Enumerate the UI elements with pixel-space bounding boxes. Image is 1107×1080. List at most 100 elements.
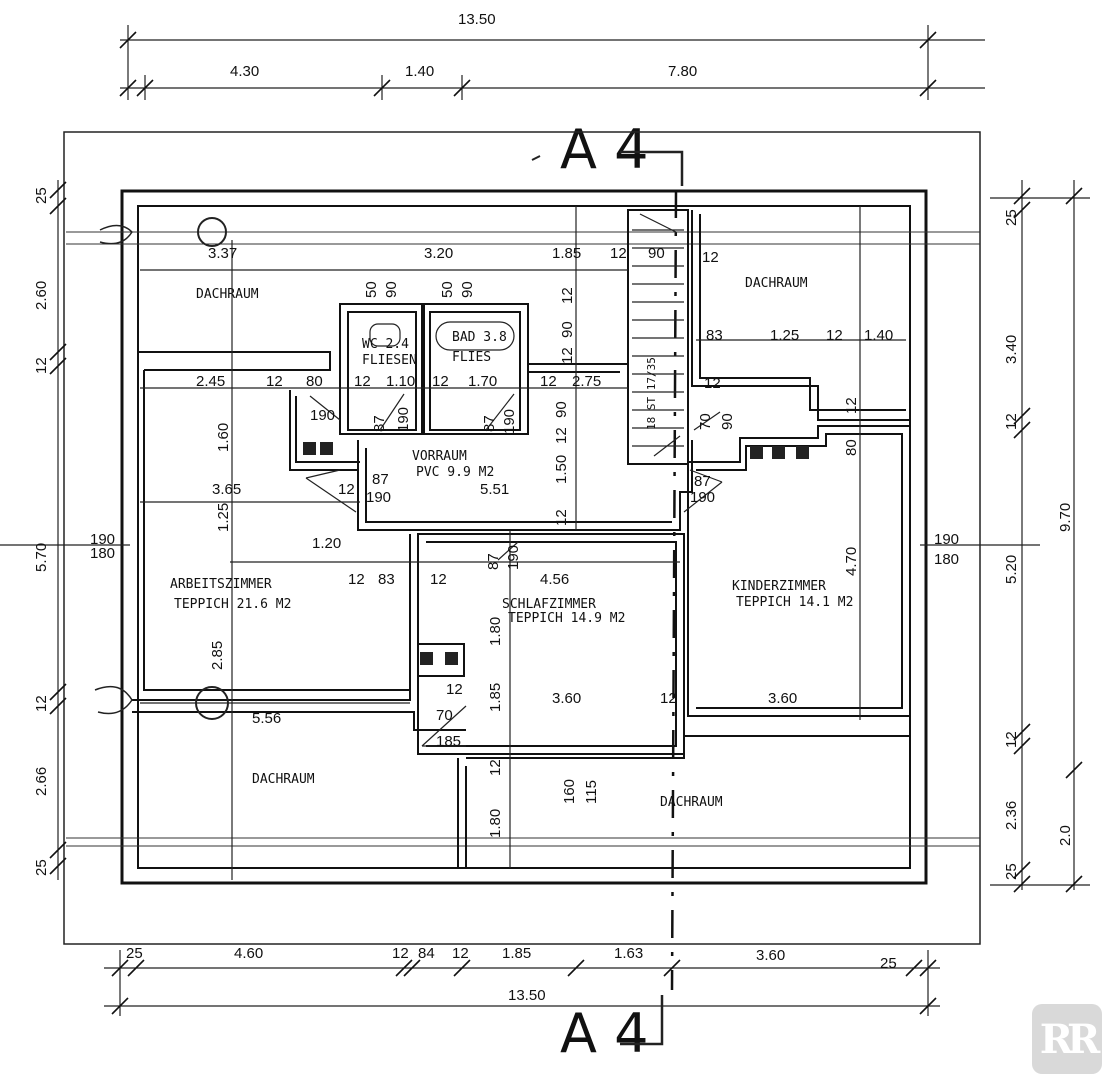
- room-vorraum-line2: PVC 9.9 M2: [416, 465, 494, 480]
- room-arbeitszimmer-line1: ARBEITSZIMMER: [170, 577, 272, 592]
- dim-12-p: 12: [430, 571, 447, 588]
- dim-right-total: 9.70: [1057, 503, 1074, 532]
- dim-right-180: 180: [934, 551, 959, 568]
- dim-90-b: 90: [383, 281, 400, 298]
- section-marker-top-label: A 4: [560, 118, 648, 181]
- dim-1-25-b: 1.25: [215, 503, 232, 532]
- dim-bottom-g: 1.63: [614, 945, 643, 962]
- dim-90-c: 90: [459, 281, 476, 298]
- dim-3-20: 3.20: [424, 245, 453, 262]
- dim-190-e: 190: [690, 489, 715, 506]
- stair-treads: [632, 213, 684, 457]
- dim-left-d: 5.70: [33, 543, 50, 572]
- dim-12-g: 12: [354, 373, 371, 390]
- dim-12-d: 12: [559, 347, 576, 364]
- dim-2-75: 2.75: [572, 373, 601, 390]
- dim-right-g: 25: [1003, 863, 1020, 880]
- plan-outer-frame: [63, 131, 981, 945]
- dim-12-c: 12: [559, 287, 576, 304]
- dim-80-b: 80: [843, 439, 860, 456]
- dim-4-70: 4.70: [843, 547, 860, 576]
- dim-left-g: 25: [33, 859, 50, 876]
- room-dachraum-nw: DACHRAUM: [196, 287, 259, 302]
- dim-right-c: 12: [1003, 413, 1020, 430]
- dim-12-r: 12: [660, 690, 677, 707]
- stair-label: 18 ST 17/35: [645, 357, 658, 430]
- dim-12-j: 12: [704, 375, 721, 392]
- wc-fixture: [369, 323, 401, 347]
- dim-right-190: 190: [934, 531, 959, 548]
- section-marker-bottom-label: A 4: [560, 1002, 648, 1065]
- dim-top-a: 4.30: [230, 63, 259, 80]
- dim-1-85-b: 1.85: [487, 683, 504, 712]
- dim-right-f: 2.36: [1003, 801, 1020, 830]
- dim-190-d: 190: [366, 489, 391, 506]
- dim-right-h: 2.0: [1057, 825, 1074, 846]
- dim-2-85: 2.85: [209, 641, 226, 670]
- left-dimensions: 25 2.60 12 5.70 12 2.66 25 190 180: [0, 180, 130, 880]
- outer-wall-outer: [120, 189, 928, 885]
- room-dachraum-se: DACHRAUM: [660, 795, 723, 810]
- dim-87-d: 87: [694, 473, 711, 490]
- dim-12-s: 12: [487, 759, 504, 776]
- dim-left-f: 2.66: [33, 767, 50, 796]
- dim-bottom-d: 84: [418, 945, 435, 962]
- room-dachraum-sw: DACHRAUM: [252, 772, 315, 787]
- dim-right-e: 12: [1003, 731, 1020, 748]
- dim-right-b: 3.40: [1003, 335, 1020, 364]
- room-kinderzimmer-line1: KINDERZIMMER: [732, 579, 826, 594]
- room-wc-line1: WC 2.4: [362, 337, 409, 352]
- dim-190-c: 190: [501, 409, 518, 434]
- dim-90-f: 90: [719, 413, 736, 430]
- interior-dimension-text: 3.37 3.20 1.85 12 90 12 83 1.25 12 1.40 …: [196, 245, 893, 838]
- dim-1-20: 1.20: [312, 535, 341, 552]
- section-marker-top: A 4: [531, 118, 684, 186]
- dim-50-a: 50: [363, 281, 380, 298]
- dim-3-37: 3.37: [208, 245, 237, 262]
- section-marker-bottom: A 4: [560, 995, 664, 1065]
- dim-right-a: 25: [1003, 209, 1020, 226]
- outer-wall-inner: [137, 205, 911, 869]
- dim-left-b: 2.60: [33, 281, 50, 310]
- dim-12-b: 12: [702, 249, 719, 266]
- bottom-dimensions: 25 4.60 12 84 12 1.85 1.63 3.60 25 13.50: [104, 945, 940, 1016]
- dim-1-70: 1.70: [468, 373, 497, 390]
- dim-12-k: 12: [553, 427, 570, 444]
- dim-70: 70: [697, 413, 714, 430]
- dim-190-a: 190: [310, 407, 335, 424]
- dim-top-total: 13.50: [458, 11, 496, 28]
- interior-dimension-lines: [140, 206, 906, 880]
- dim-bottom-h: 3.60: [756, 947, 785, 964]
- dim-70-b: 70: [436, 707, 453, 724]
- dim-3-60-b: 3.60: [768, 690, 797, 707]
- dim-12-a: 12: [610, 245, 627, 262]
- dim-1-25: 1.25: [770, 327, 799, 344]
- room-arbeitszimmer-line2: TEPPICH 21.6 M2: [174, 597, 291, 612]
- dim-12-f: 12: [266, 373, 283, 390]
- dim-bottom-f: 1.85: [502, 945, 531, 962]
- dim-190-b: 190: [395, 407, 412, 432]
- dim-bottom-b: 4.60: [234, 945, 263, 962]
- dim-3-60-a: 3.60: [552, 690, 581, 707]
- room-kinderzimmer-line2: TEPPICH 14.1 M2: [736, 595, 853, 610]
- dim-1-80-b: 1.80: [487, 617, 504, 646]
- room-bad-line2: FLIES: [452, 350, 491, 365]
- room-wc-line2: FLIESEN: [362, 353, 417, 368]
- room-dachraum-ne: DACHRAUM: [745, 276, 808, 291]
- dim-bottom-c: 12: [392, 945, 409, 962]
- dim-12-o: 12: [348, 571, 365, 588]
- dim-1-40: 1.40: [864, 327, 893, 344]
- dim-5-56: 5.56: [252, 710, 281, 727]
- dim-left-e: 12: [33, 695, 50, 712]
- dim-12-m: 12: [338, 481, 355, 498]
- dim-12-l: 12: [843, 397, 860, 414]
- dim-3-65: 3.65: [212, 481, 241, 498]
- dim-50-b: 50: [439, 281, 456, 298]
- top-dimensions: 13.50 4.30 1.40 7.80: [119, 11, 985, 100]
- watermark-logo: RR: [1032, 1004, 1102, 1074]
- room-schlafzimmer-line2: TEPPICH 14.9 M2: [508, 611, 625, 626]
- dim-left-a: 25: [33, 187, 50, 204]
- dim-12-q: 12: [446, 681, 463, 698]
- dim-83-a: 83: [706, 327, 723, 344]
